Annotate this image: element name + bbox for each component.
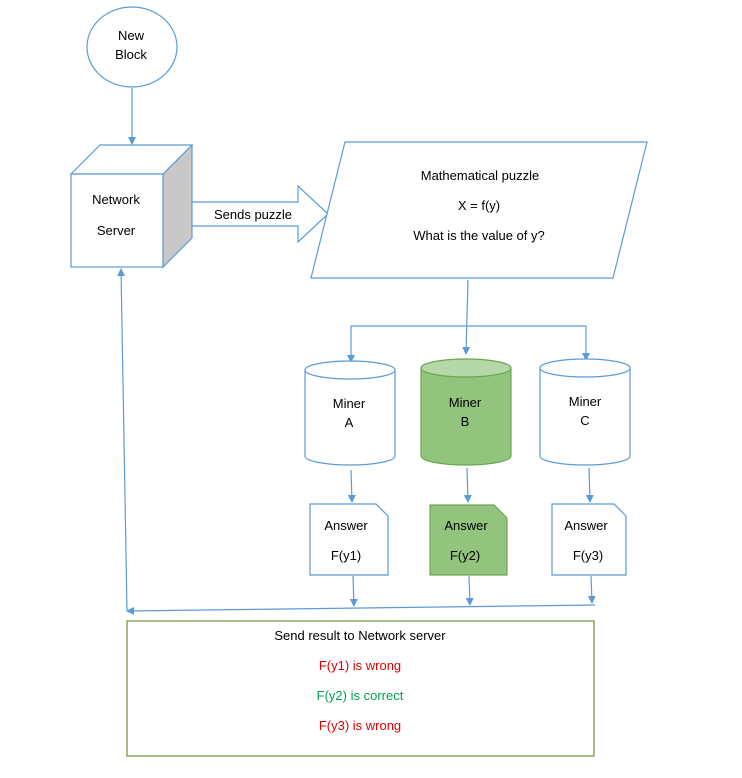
puzzle-equation: X = f(y) bbox=[458, 198, 500, 213]
sends-puzzle-label: Sends puzzle bbox=[214, 207, 292, 222]
return-horizontal-arrow bbox=[126, 604, 596, 615]
arrow-answer-c-down bbox=[587, 575, 596, 604]
miner-c-label-2: C bbox=[580, 413, 589, 428]
arrow-miner-c-to-answer bbox=[585, 467, 594, 503]
miner-a-label-2: A bbox=[345, 415, 354, 430]
puzzle-question: What is the value of y? bbox=[413, 228, 545, 243]
arrow-miner-b-to-answer bbox=[463, 467, 472, 503]
new-block-node: New Block bbox=[86, 6, 178, 88]
answer-b-label: Answer bbox=[444, 518, 488, 533]
network-server-node: Network Server bbox=[69, 143, 194, 269]
result-title: Send result to Network server bbox=[274, 628, 446, 643]
answer-a-value: F(y1) bbox=[331, 548, 361, 563]
answer-b-node: Answer F(y2) bbox=[429, 504, 508, 576]
server-front-face bbox=[70, 173, 164, 268]
miner-a-node: Miner A bbox=[304, 360, 396, 466]
result-line-y2: F(y2) is correct bbox=[317, 688, 404, 703]
answer-a-node: Answer F(y1) bbox=[309, 503, 389, 576]
miner-a-label-1: Miner bbox=[333, 396, 366, 411]
answer-b-value: F(y2) bbox=[450, 548, 480, 563]
answer-c-value: F(y3) bbox=[573, 548, 603, 563]
new-block-label-1: New bbox=[118, 28, 145, 43]
return-path bbox=[117, 268, 596, 615]
server-label-2: Server bbox=[97, 223, 136, 238]
answer-c-label: Answer bbox=[564, 518, 608, 533]
miner-c-node: Miner C bbox=[539, 358, 631, 466]
puzzle-title: Mathematical puzzle bbox=[421, 168, 540, 183]
miner-b-label-2: B bbox=[461, 414, 470, 429]
result-box: Send result to Network server F(y1) is w… bbox=[126, 620, 595, 757]
distribution-connectors bbox=[347, 279, 590, 363]
answer-a-label: Answer bbox=[324, 518, 368, 533]
result-line-y3: F(y3) is wrong bbox=[319, 718, 401, 733]
arrow-miner-a-to-answer bbox=[347, 469, 356, 503]
puzzle-node: Mathematical puzzle X = f(y) What is the… bbox=[310, 141, 648, 279]
miner-b-label-1: Miner bbox=[449, 395, 482, 410]
server-label-1: Network bbox=[92, 192, 140, 207]
miner-b-node: Miner B bbox=[420, 358, 512, 466]
result-line-y1: F(y1) is wrong bbox=[319, 658, 401, 673]
new-block-label-2: Block bbox=[115, 47, 147, 62]
answer-c-node: Answer F(y3) bbox=[551, 503, 627, 576]
return-vertical-arrow bbox=[117, 268, 128, 612]
arrow-answer-a-down bbox=[349, 575, 358, 607]
arrow-to-miner-a bbox=[347, 325, 586, 363]
miner-c-label-1: Miner bbox=[569, 394, 602, 409]
arrow-to-miner-b bbox=[462, 279, 471, 355]
sends-puzzle-arrow: Sends puzzle bbox=[191, 184, 329, 244]
arrow-answer-b-down bbox=[465, 575, 474, 606]
